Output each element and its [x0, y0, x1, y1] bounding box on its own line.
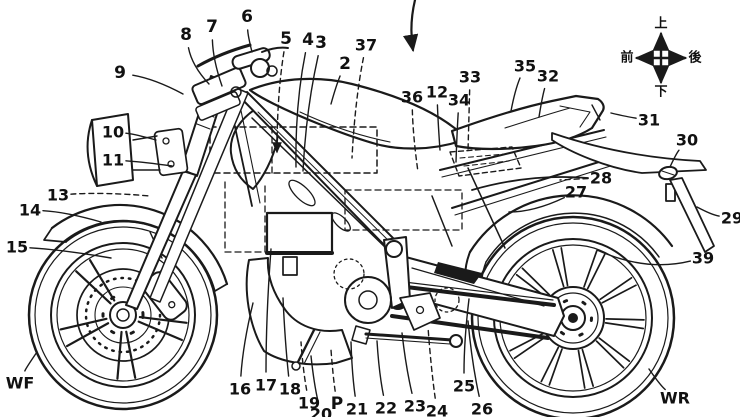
seat-tail — [452, 96, 714, 252]
ref-label-4: 4 — [302, 30, 314, 50]
ref-label-33: 33 — [459, 68, 481, 87]
fender-stay-strip — [670, 178, 714, 252]
ref-label-25: 25 — [453, 377, 475, 396]
ref-label-2: 2 — [339, 54, 351, 74]
motor-case — [345, 277, 391, 323]
headlight-bracket — [154, 128, 188, 175]
reference-numerals: 8769543237361234333532313028272939101113… — [6, 7, 740, 417]
ref-label-10: 10 — [102, 123, 124, 142]
pcu-box — [267, 213, 332, 275]
ref-label-P: P — [331, 394, 343, 414]
ref-label-13: 13 — [47, 186, 69, 205]
ref-label-15: 15 — [6, 238, 28, 257]
ref-label-11: 11 — [102, 151, 124, 170]
ref-1-arrow — [411, 0, 415, 50]
ref-label-6: 6 — [241, 7, 253, 27]
ref-label-12: 12 — [426, 83, 448, 102]
ref-label-26: 26 — [471, 400, 493, 417]
orientation-compass: 上下 前 後 — [620, 17, 702, 100]
ref-label-WF: WF — [6, 374, 35, 393]
ref-label-20: 20 — [310, 405, 332, 417]
ref-label-32: 32 — [537, 67, 559, 86]
compass-label-down: 下 — [654, 85, 667, 100]
front-fork — [126, 76, 248, 309]
ref-label-14: 14 — [19, 201, 41, 220]
ref-label-35: 35 — [514, 57, 536, 76]
ref-label-21: 21 — [346, 400, 368, 417]
ref-label-3: 3 — [315, 33, 327, 53]
ref-label-28: 28 — [590, 169, 612, 188]
compass-label-front: 前 — [620, 50, 633, 66]
ref-label-29: 29 — [721, 209, 740, 228]
ref-label-8: 8 — [180, 25, 192, 45]
ref-label-31: 31 — [638, 111, 660, 130]
front-fender — [44, 205, 227, 291]
ref-label-36: 36 — [401, 88, 423, 107]
compass-label-rear: 後 — [688, 50, 702, 66]
front-wheel — [29, 221, 217, 409]
ref-label-37: 37 — [355, 36, 377, 55]
compass-label-up: 上 — [654, 17, 667, 32]
ref-label-30: 30 — [676, 131, 698, 150]
swingarm-pivot — [386, 241, 402, 257]
ref-label-27: 27 — [565, 183, 587, 202]
ref-label-16: 16 — [229, 380, 251, 399]
ref-label-WR: WR — [660, 389, 690, 408]
ref-label-5: 5 — [280, 29, 292, 49]
underseat-part — [450, 147, 521, 176]
belly-cowl — [247, 258, 352, 364]
ref-label-39: 39 — [692, 249, 714, 268]
ref-label-9: 9 — [114, 63, 126, 83]
ref-label-22: 22 — [375, 399, 397, 417]
ref-label-17: 17 — [255, 376, 277, 395]
ref-label-34: 34 — [448, 91, 470, 110]
ref-label-24: 24 — [426, 402, 448, 417]
ref-label-7: 7 — [206, 17, 218, 37]
ref-label-23: 23 — [404, 397, 426, 416]
